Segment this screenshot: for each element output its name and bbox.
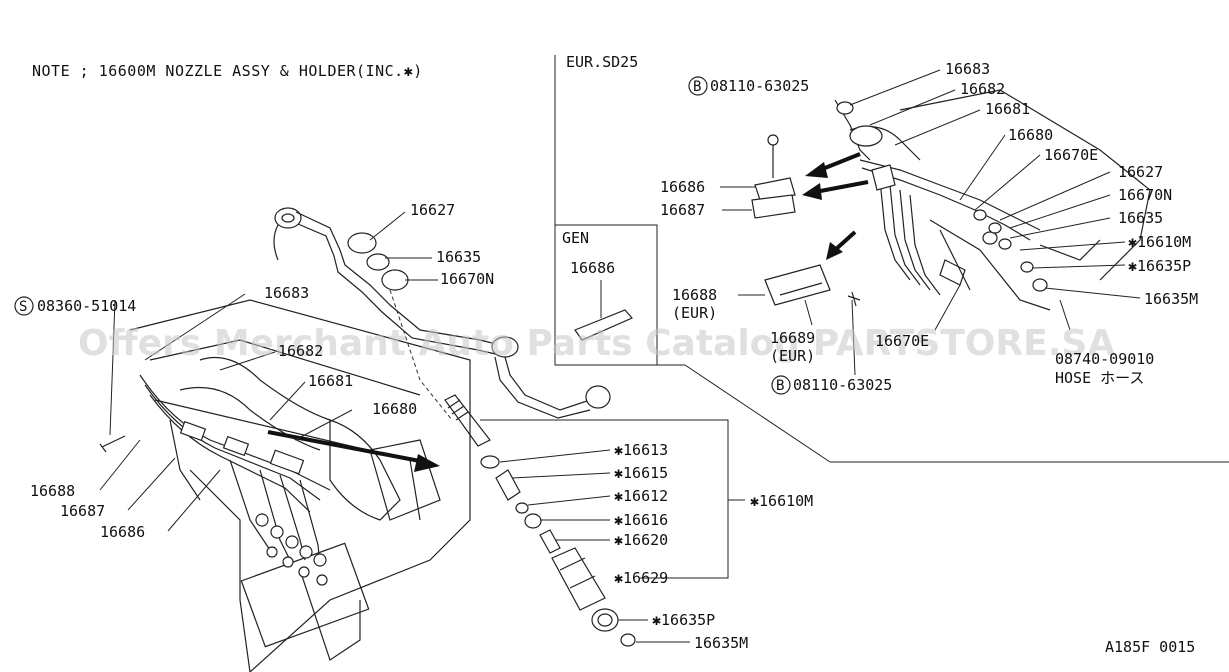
label-s-bolt: S 08360-51014 — [14, 296, 136, 316]
label-16635m: 16635M — [694, 634, 748, 652]
svg-text:B: B — [693, 79, 701, 95]
eur-region-label: EUR.SD25 — [566, 53, 638, 71]
eur-label-16670e: 16670E — [1044, 146, 1098, 164]
label-16635p: ✱16635P — [652, 611, 715, 629]
eur-leader-lines — [720, 69, 1141, 376]
engine-block-illustration — [99, 299, 471, 672]
label-16686: 16686 — [100, 523, 145, 541]
svg-text:08360-51014: 08360-51014 — [37, 297, 136, 315]
label-16610m: ✱16610M — [750, 492, 813, 510]
watermark: Offers Merchant Auto Parts Catalog PARTS… — [78, 323, 1115, 364]
svg-text:08110-63025: 08110-63025 — [793, 376, 892, 394]
label-16683: 16683 — [264, 284, 309, 302]
eur-label-16688-sub: (EUR) — [672, 304, 717, 322]
eur-label-16610m: ✱16610M — [1128, 233, 1191, 251]
label-16612: ✱16612 — [614, 487, 668, 505]
label-16620: ✱16620 — [614, 531, 668, 549]
gen-frame — [554, 224, 658, 366]
gen-label-16686: 16686 — [570, 259, 615, 277]
label-16613: ✱16613 — [614, 441, 668, 459]
main-leader-lines — [99, 211, 690, 643]
eur-label-hose-text: HOSE ホース — [1055, 369, 1144, 387]
eur-label-hose-no: 08740-09010 — [1055, 350, 1154, 368]
gen-clamp-illustration — [574, 280, 633, 341]
label-16629: ✱16629 — [614, 569, 668, 587]
label-16670n: 16670N — [440, 270, 494, 288]
eur-label-16689: 16689 — [770, 329, 815, 347]
return-pipe-illustration — [273, 207, 611, 421]
note-text: NOTE ; 16600M NOZZLE ASSY & HOLDER(INC.✱… — [32, 62, 423, 80]
nozzle-exploded-illustration — [444, 394, 745, 647]
label-eur-b-bolt-bottom: B 08110-63025 — [771, 375, 892, 395]
label-16627: 16627 — [410, 201, 455, 219]
svg-text:B: B — [776, 378, 784, 394]
eur-label-16670n: 16670N — [1118, 186, 1172, 204]
eur-label-16670e-b: 16670E — [875, 332, 929, 350]
main-arrow — [267, 430, 440, 472]
svg-text:08110-63025: 08110-63025 — [710, 77, 809, 95]
gen-region-label: GEN — [562, 229, 589, 247]
eur-label-16681: 16681 — [985, 100, 1030, 118]
label-eur-b-bolt-top: B 08110-63025 — [688, 76, 809, 96]
eur-label-16627: 16627 — [1118, 163, 1163, 181]
label-16635: 16635 — [436, 248, 481, 266]
label-16680: 16680 — [372, 400, 417, 418]
eur-label-16680: 16680 — [1008, 126, 1053, 144]
eur-label-16682: 16682 — [960, 80, 1005, 98]
label-16616: ✱16616 — [614, 511, 668, 529]
eur-label-16686: 16686 — [660, 178, 705, 196]
eur-label-16689-sub: (EUR) — [770, 347, 815, 365]
eur-label-16687: 16687 — [660, 201, 705, 219]
label-16615: ✱16615 — [614, 464, 668, 482]
eur-engine-illustration — [751, 89, 1151, 311]
label-16682: 16682 — [278, 342, 323, 360]
eur-label-16683: 16683 — [945, 60, 990, 78]
label-16688: 16688 — [30, 482, 75, 500]
label-16681: 16681 — [308, 372, 353, 390]
eur-label-16688: 16688 — [672, 286, 717, 304]
eur-label-16635p: ✱16635P — [1128, 257, 1191, 275]
eur-label-16635: 16635 — [1118, 209, 1163, 227]
svg-text:S: S — [19, 299, 27, 315]
figure-code: A185F 0015 — [1105, 638, 1195, 656]
eur-label-16635m: 16635M — [1144, 290, 1198, 308]
label-16687: 16687 — [60, 502, 105, 520]
